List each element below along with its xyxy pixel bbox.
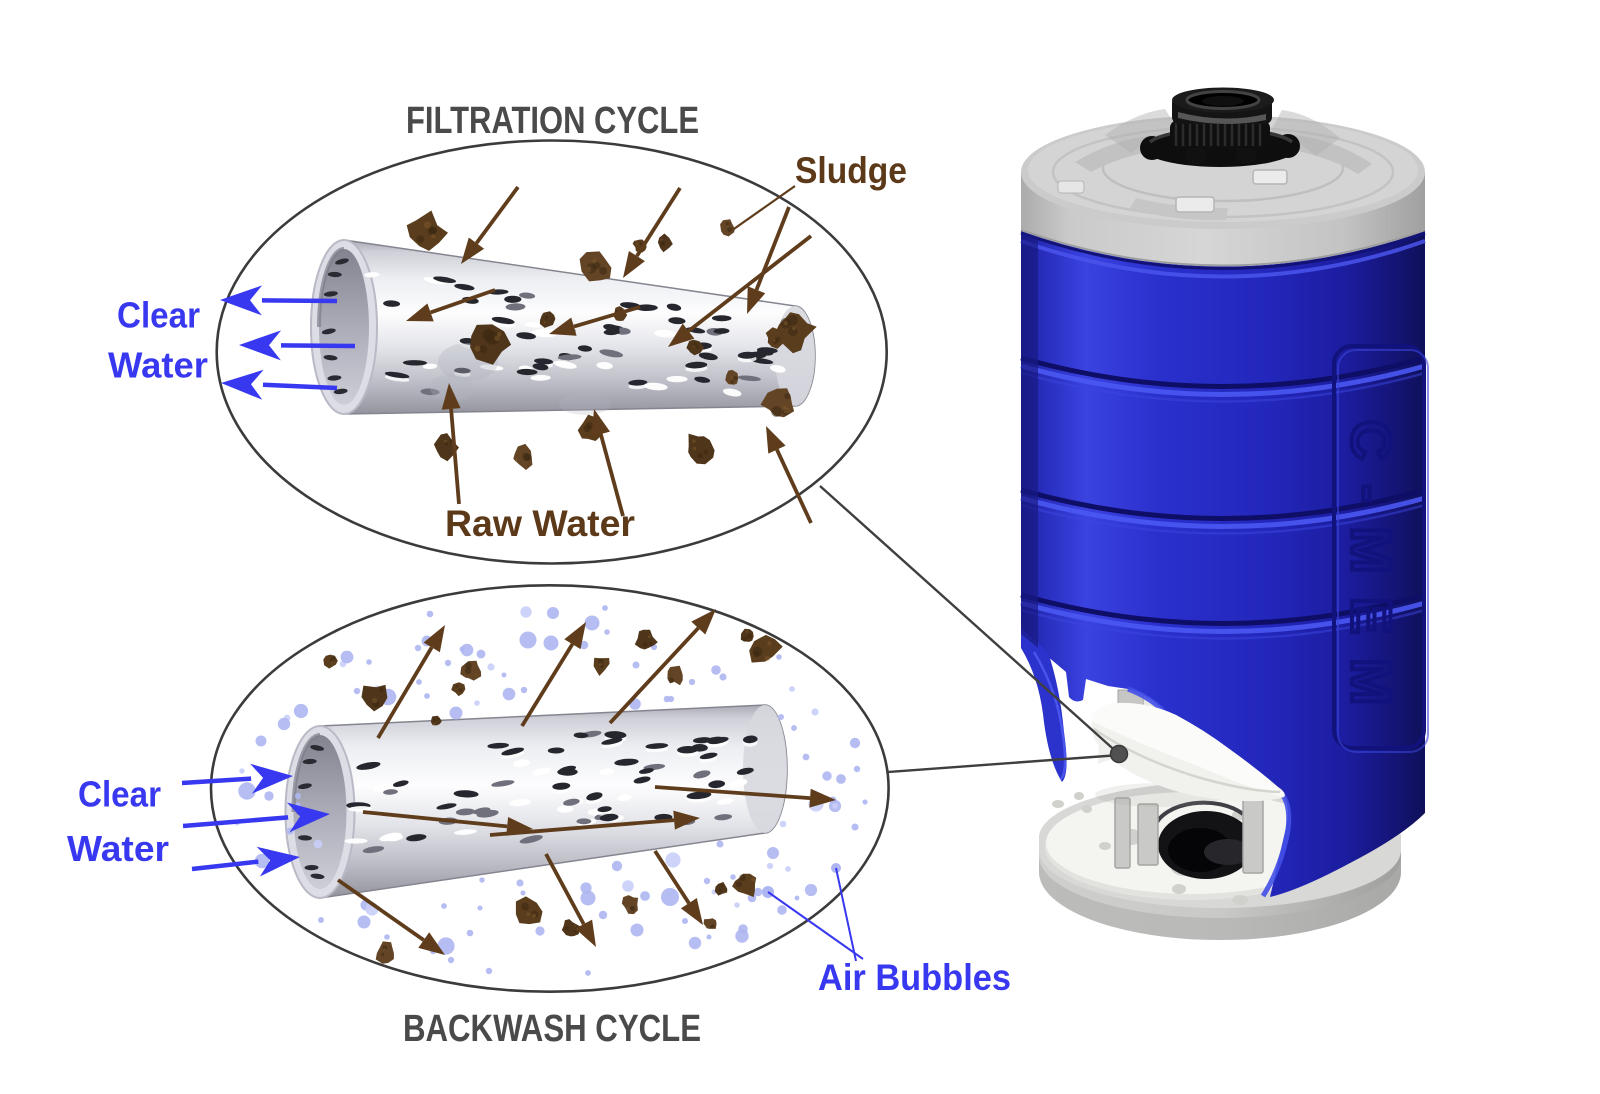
svg-text:Air Bubbles: Air Bubbles [818,957,1011,998]
svg-text:Clear: Clear [117,295,200,336]
svg-text:Clear: Clear [78,774,161,815]
svg-text:Sludge: Sludge [795,150,907,191]
svg-text:FILTRATION CYCLE: FILTRATION CYCLE [406,100,699,142]
svg-text:Water: Water [67,828,169,869]
svg-text:Water: Water [108,345,208,386]
svg-text:Raw Water: Raw Water [445,503,635,544]
svg-text:BACKWASH CYCLE: BACKWASH CYCLE [403,1008,701,1050]
